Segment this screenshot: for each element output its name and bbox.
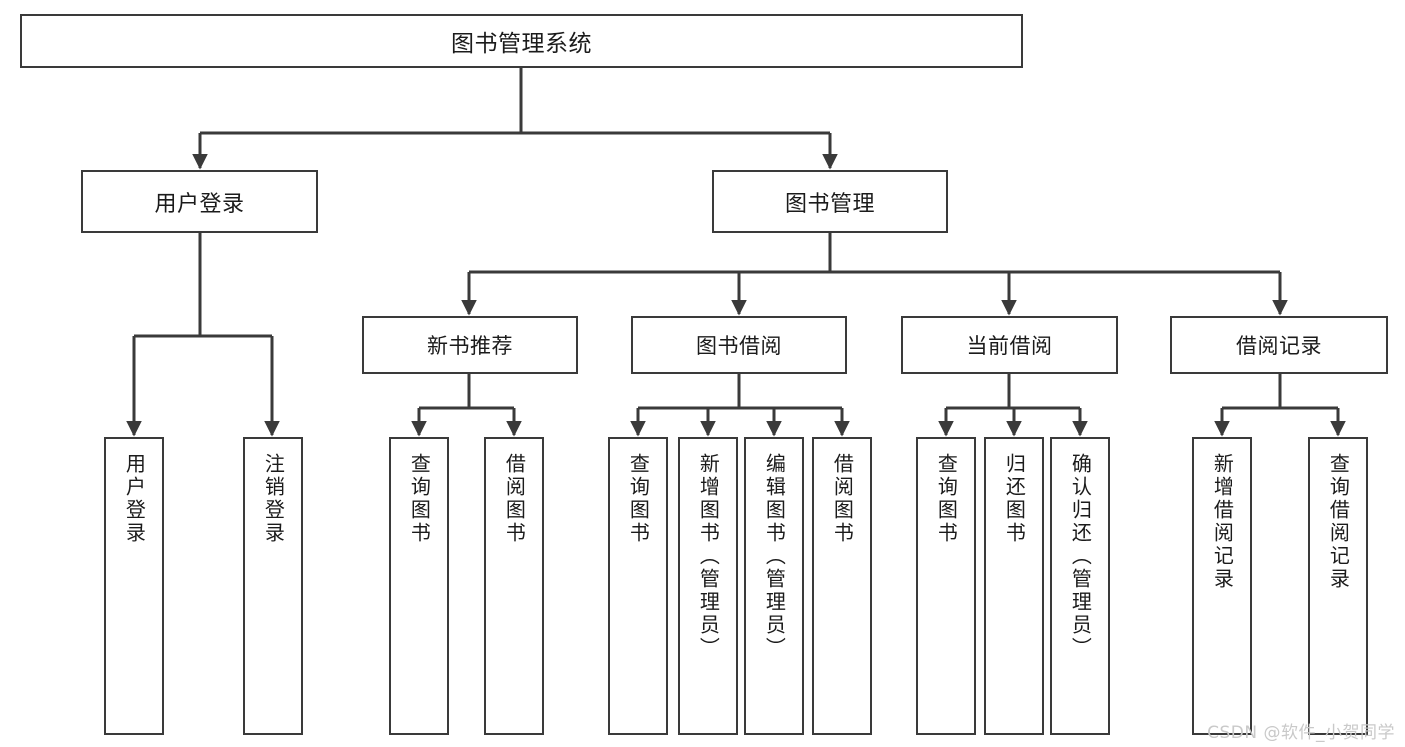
leaf-current-borrow-confirm-return-admin[interactable]: 确认归还（管理员）: [1050, 437, 1110, 735]
node-label: 当前借阅: [966, 334, 1053, 358]
node-label: 查询借阅记录: [1326, 453, 1351, 591]
leaf-user-login-login[interactable]: 用户登录: [104, 437, 164, 735]
leaf-borrow-record-query-record[interactable]: 查询借阅记录: [1308, 437, 1368, 735]
leaf-user-login-logout[interactable]: 注销登录: [243, 437, 303, 735]
node-label: 借阅记录: [1236, 334, 1322, 358]
node-borrow-record[interactable]: 借阅记录: [1170, 316, 1388, 374]
node-book-management[interactable]: 图书管理: [712, 170, 948, 233]
node-label: 注销登录: [261, 453, 286, 545]
node-label: 查询图书: [407, 453, 432, 545]
node-label: 用户登录: [154, 191, 245, 217]
node-label: 用户登录: [122, 453, 147, 545]
node-label: 归还图书: [1002, 453, 1027, 545]
node-label: 图书借阅: [696, 334, 782, 358]
watermark-text: CSDN @软件_小贺同学: [1207, 723, 1395, 743]
leaf-borrow-record-add-record[interactable]: 新增借阅记录: [1192, 437, 1252, 735]
node-label: 图书管理系统: [451, 31, 592, 57]
node-label: 编辑图书（管理员）: [762, 453, 787, 660]
node-label: 图书管理: [784, 191, 875, 217]
leaf-current-borrow-return-book[interactable]: 归还图书: [984, 437, 1044, 735]
leaf-book-borrow-add-book-admin[interactable]: 新增图书（管理员）: [678, 437, 738, 735]
node-label: 查询图书: [626, 453, 651, 545]
node-label: 新书推荐: [427, 334, 513, 358]
node-label: 查询图书: [934, 453, 959, 545]
node-label: 借阅图书: [830, 453, 855, 545]
leaf-book-borrow-edit-book-admin[interactable]: 编辑图书（管理员）: [744, 437, 804, 735]
leaf-current-borrow-query-book[interactable]: 查询图书: [916, 437, 976, 735]
node-label: 新增图书（管理员）: [696, 453, 721, 660]
leaf-book-borrow-borrow-book[interactable]: 借阅图书: [812, 437, 872, 735]
leaf-new-book-borrow-book[interactable]: 借阅图书: [484, 437, 544, 735]
leaf-new-book-query-book[interactable]: 查询图书: [389, 437, 449, 735]
node-book-borrow[interactable]: 图书借阅: [631, 316, 847, 374]
node-label: 新增借阅记录: [1210, 453, 1235, 591]
node-current-borrow[interactable]: 当前借阅: [901, 316, 1118, 374]
node-root-book-management-system[interactable]: 图书管理系统: [20, 14, 1023, 68]
node-label: 确认归还（管理员）: [1068, 453, 1093, 660]
node-new-book-recommend[interactable]: 新书推荐: [362, 316, 578, 374]
node-user-login[interactable]: 用户登录: [81, 170, 318, 233]
leaf-book-borrow-query-book[interactable]: 查询图书: [608, 437, 668, 735]
node-label: 借阅图书: [502, 453, 527, 545]
